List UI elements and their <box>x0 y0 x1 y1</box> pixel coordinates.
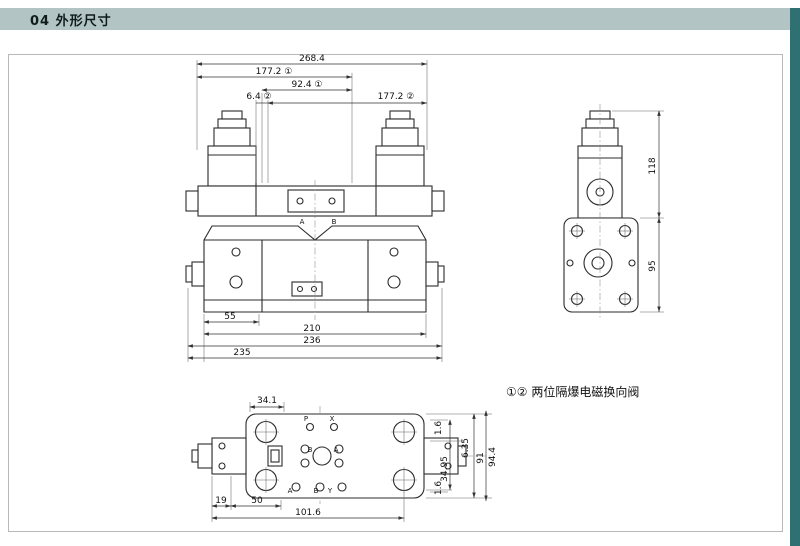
legend-note: ①② 两位隔爆电磁换向阀 <box>506 385 640 399</box>
solenoid-left <box>207 110 257 187</box>
dim-19: 19 <box>215 496 227 506</box>
front-view: A B 268.4 177.2 ① 9 <box>185 54 445 362</box>
port-label-p: P <box>304 415 308 423</box>
side-view: 118 95 <box>563 104 664 320</box>
top-plate <box>191 413 467 499</box>
port-label-b: B <box>332 218 337 226</box>
port-label-bottom-a: A <box>288 487 293 495</box>
section-title: 04 外形尺寸 <box>30 13 112 29</box>
main-valve-body <box>185 225 445 313</box>
port-label-mid-b: B <box>308 446 313 454</box>
dim-235: 235 <box>233 348 250 358</box>
dim-92-4-1: 92.4 ① <box>292 80 323 90</box>
dim-6-4-2: 6.4 ② <box>246 92 271 102</box>
dim-50: 50 <box>251 496 263 506</box>
solenoid-right <box>375 110 425 187</box>
port-label-a: A <box>300 218 305 226</box>
page-edge-strip <box>790 8 800 546</box>
dim-34-95: 34.95 <box>440 456 450 482</box>
dim-95: 95 <box>648 260 658 271</box>
dim-91: 91 <box>476 452 486 463</box>
port-label-bottom-y: Y <box>327 487 333 495</box>
side-valve-body <box>563 217 639 313</box>
dim-177-2-2: 177.2 ② <box>378 92 415 102</box>
dim-118: 118 <box>648 157 658 174</box>
dim-34-1: 34.1 <box>257 396 277 406</box>
dim-94-4: 94.4 <box>488 447 498 467</box>
dim-210: 210 <box>303 324 320 334</box>
section-header-bar: 04 外形尺寸 <box>0 8 793 30</box>
dim-236: 236 <box>303 336 320 346</box>
port-label-mid-a: A <box>334 446 339 454</box>
dim-6-35: 6.35 <box>461 438 471 458</box>
dim-177-2-1: 177.2 ① <box>256 67 293 77</box>
dim-101-6: 101.6 <box>295 508 321 518</box>
dim-overall-width: 268.4 <box>299 54 325 64</box>
dim-1-6-top: 1.6 <box>434 421 444 436</box>
dim-1-6-bottom: 1.6 <box>434 481 444 496</box>
port-label-x: X <box>330 415 335 423</box>
top-view: P X B A A B Y 34.1 1.6 34.95 6.35 <box>191 396 498 522</box>
port-label-bottom-b: B <box>314 487 319 495</box>
dim-55: 55 <box>224 312 235 322</box>
